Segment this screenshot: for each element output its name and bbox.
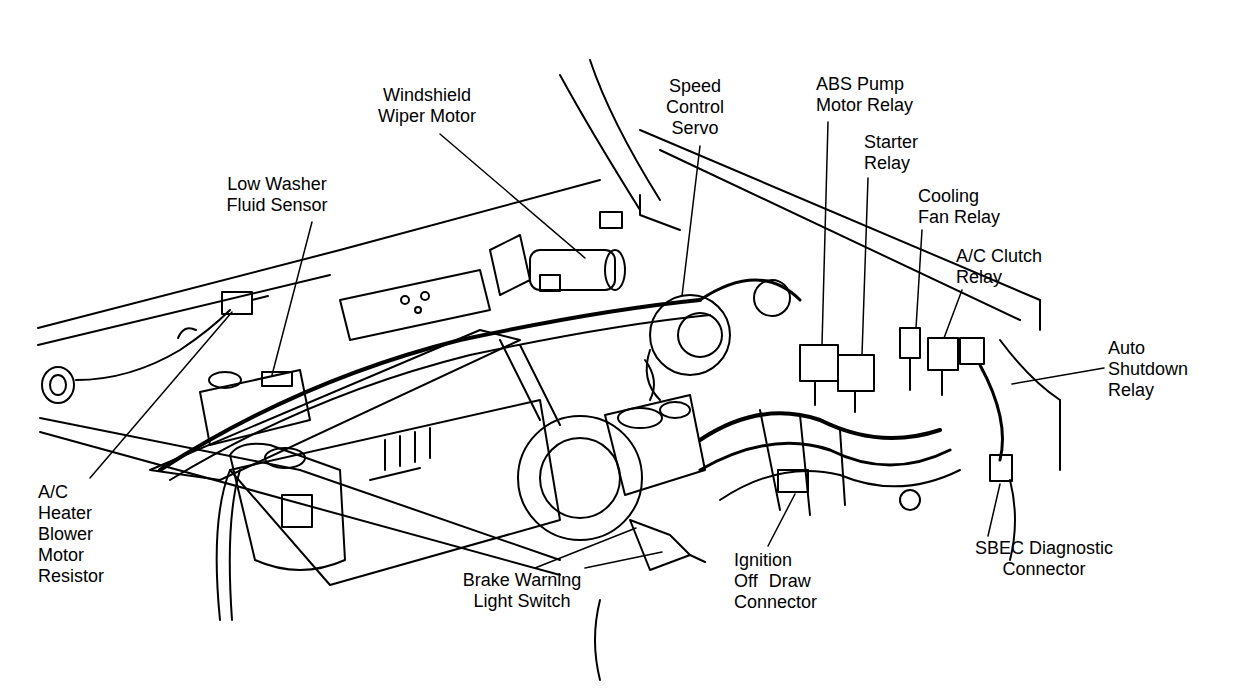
part-label: Windshield Wiper Motor: [368, 85, 486, 127]
part-label: Cooling Fan Relay: [918, 186, 1010, 228]
leader-line: [272, 222, 312, 375]
leader-line: [862, 178, 868, 355]
part-label: Brake Warning Light Switch: [446, 570, 598, 612]
leader-line: [682, 146, 700, 296]
leader-line: [1012, 368, 1104, 384]
leader-line: [585, 552, 662, 568]
part-label: Auto Shutdown Relay: [1108, 338, 1218, 401]
part-label: A/C Heater Blower Motor Resistor: [38, 482, 116, 587]
part-label: Low Washer Fluid Sensor: [220, 174, 334, 216]
part-label: Starter Relay: [864, 132, 940, 174]
leader-line: [440, 134, 585, 258]
part-label: SBEC Diagnostic Connector: [966, 538, 1122, 580]
leader-line: [916, 230, 922, 328]
leader-line: [90, 312, 232, 478]
part-label: ABS Pump Motor Relay: [816, 74, 934, 116]
part-label: Speed Control Servo: [652, 76, 738, 139]
part-label: Ignition Off Draw Connector: [734, 550, 824, 613]
leader-line: [944, 290, 962, 338]
leader-line: [822, 122, 828, 345]
leader-line: [988, 484, 1000, 536]
part-label: A/C Clutch Relay: [956, 246, 1060, 288]
leader-line: [535, 528, 636, 568]
leader-line: [768, 494, 795, 546]
